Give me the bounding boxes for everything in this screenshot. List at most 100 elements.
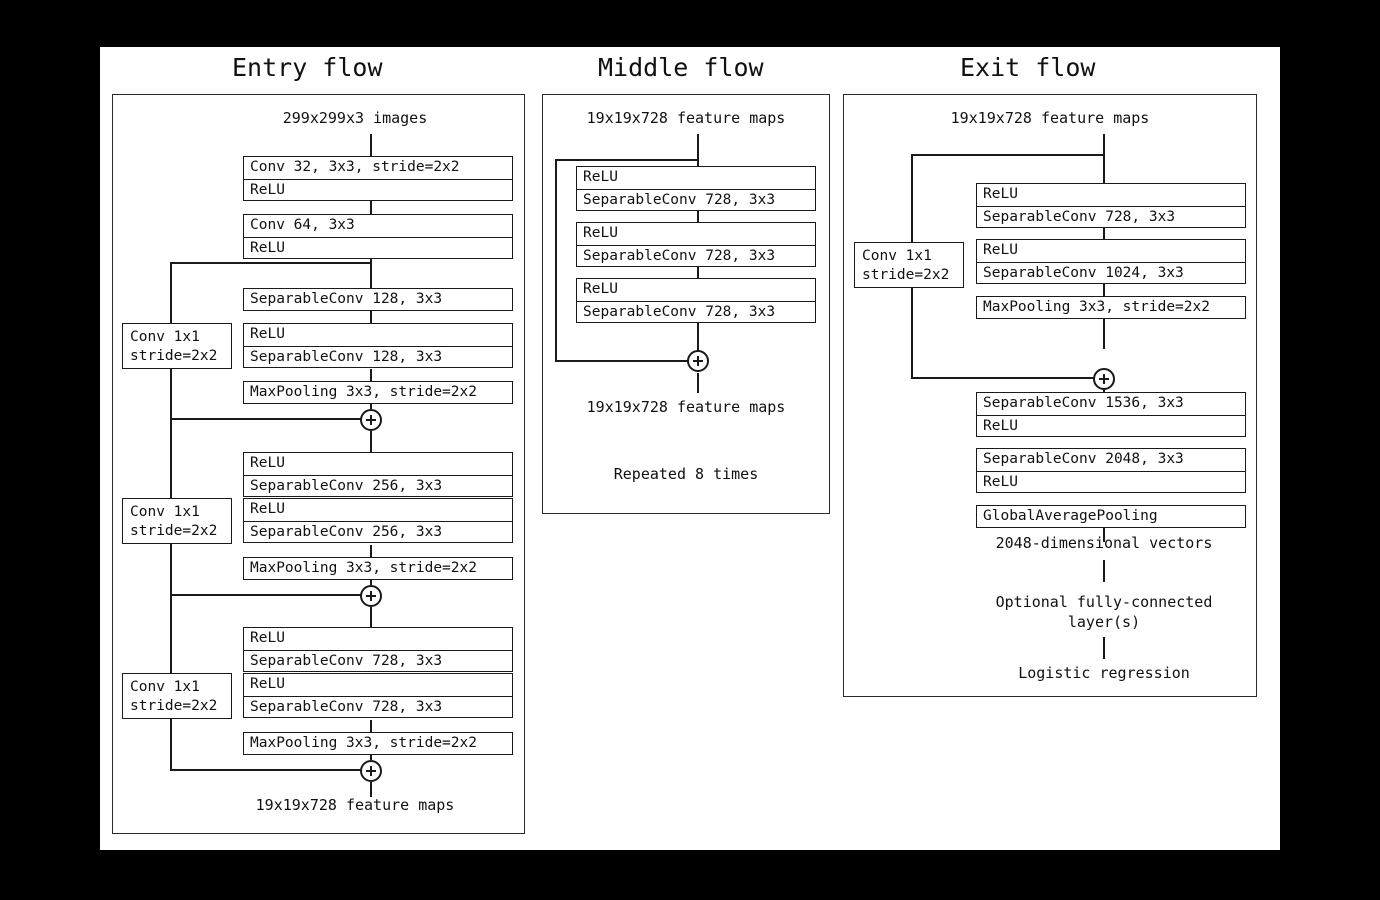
middle-block-1-row-1: ReLU <box>583 169 618 185</box>
middle-edge-3 <box>697 323 699 351</box>
entry-input-caption: 299x299x3 images <box>282 109 428 127</box>
entry-skip-conv-2: Conv 1x1 stride=2x2 <box>122 498 232 544</box>
entry-skip3-bottom <box>170 769 370 771</box>
entry-block-9-row-1: ReLU <box>250 630 285 646</box>
entry-block-11-row-1: MaxPooling 3x3, stride=2x2 <box>250 735 477 751</box>
entry-block-3: SeparableConv 128, 3x3 <box>243 288 513 311</box>
entry-block-8: MaxPooling 3x3, stride=2x2 <box>243 557 513 580</box>
entry-block-10: ReLU SeparableConv 728, 3x3 <box>243 673 513 718</box>
middle-repeat-caption: Repeated 8 times <box>613 465 759 483</box>
middle-block-2-row-1: ReLU <box>583 225 618 241</box>
middle-merge-node <box>687 350 709 372</box>
entry-block-3-row-1: SeparableConv 128, 3x3 <box>250 291 443 307</box>
entry-block-9-row-2: SeparableConv 728, 3x3 <box>244 650 512 672</box>
middle-skip-top <box>555 159 699 161</box>
exit-skip-bottom <box>911 377 1105 379</box>
exit-edge-2 <box>1103 284 1105 297</box>
exit-block-1-row-1: ReLU <box>983 186 1018 202</box>
entry-edge-3 <box>370 311 372 324</box>
entry-output-caption: 19x19x728 feature maps <box>255 796 455 814</box>
exit-edge-3 <box>1103 319 1105 349</box>
exit-skip-conv-line1: Conv 1x1 <box>862 248 932 264</box>
entry-block-5-row-1: MaxPooling 3x3, stride=2x2 <box>250 384 477 400</box>
exit-block-6-row-1: GlobalAveragePooling <box>983 508 1158 524</box>
entry-block-4-row-2: SeparableConv 128, 3x3 <box>244 346 512 368</box>
entry-block-11: MaxPooling 3x3, stride=2x2 <box>243 732 513 755</box>
entry-block-2-row-2: ReLU <box>244 237 512 259</box>
entry-edge-2 <box>370 259 372 289</box>
entry-block-1-row-2: ReLU <box>244 179 512 201</box>
entry-block-7: ReLU SeparableConv 256, 3x3 <box>243 498 513 543</box>
entry-block-1-row-1: Conv 32, 3x3, stride=2x2 <box>250 159 460 175</box>
entry-block-6: ReLU SeparableConv 256, 3x3 <box>243 452 513 497</box>
exit-block-6: GlobalAveragePooling <box>976 505 1246 528</box>
middle-input-caption: 19x19x728 feature maps <box>586 109 786 127</box>
middle-block-3-row-2: SeparableConv 728, 3x3 <box>577 301 815 323</box>
entry-block-4: ReLU SeparableConv 128, 3x3 <box>243 323 513 368</box>
entry-merge-node-1 <box>360 409 382 431</box>
middle-block-1-row-2: SeparableConv 728, 3x3 <box>577 189 815 211</box>
entry-skip1-top <box>170 262 372 264</box>
exit-block-5-row-1: SeparableConv 2048, 3x3 <box>983 451 1184 467</box>
entry-block-10-row-1: ReLU <box>250 676 285 692</box>
entry-block-7-row-2: SeparableConv 256, 3x3 <box>244 521 512 543</box>
exit-merge-node <box>1093 368 1115 390</box>
exit-block-2: ReLU SeparableConv 1024, 3x3 <box>976 239 1246 284</box>
entry-skip-conv-3-line1: Conv 1x1 <box>130 679 200 695</box>
exit-skip-conv: Conv 1x1 stride=2x2 <box>854 242 964 288</box>
exit-tail-caption-1: 2048-dimensional vectors <box>995 534 1213 552</box>
exit-edge-tail-2 <box>1103 637 1105 659</box>
entry-skip-conv-2-line2: stride=2x2 <box>130 523 218 539</box>
entry-block-2: Conv 64, 3x3 ReLU <box>243 214 513 259</box>
entry-block-2-row-1: Conv 64, 3x3 <box>250 217 355 233</box>
exit-skip-top <box>911 154 1105 156</box>
entry-skip2-bottom <box>170 594 370 596</box>
exit-input-caption: 19x19x728 feature maps <box>950 109 1150 127</box>
middle-edge-input <box>697 134 699 188</box>
middle-block-2-row-2: SeparableConv 728, 3x3 <box>577 245 815 267</box>
entry-edge-14 <box>370 782 372 797</box>
exit-block-1: ReLU SeparableConv 728, 3x3 <box>976 183 1246 228</box>
exit-block-4-row-2: ReLU <box>977 415 1245 437</box>
exit-block-2-row-2: SeparableConv 1024, 3x3 <box>977 262 1245 284</box>
entry-edge-6 <box>370 431 372 453</box>
exit-edge-1 <box>1103 228 1105 241</box>
entry-skip-conv-1: Conv 1x1 stride=2x2 <box>122 323 232 369</box>
entry-block-1: Conv 32, 3x3, stride=2x2 ReLU <box>243 156 513 201</box>
exit-block-5: SeparableConv 2048, 3x3 ReLU <box>976 448 1246 493</box>
entry-block-6-row-2: SeparableConv 256, 3x3 <box>244 475 512 497</box>
entry-skip-conv-1-line2: stride=2x2 <box>130 348 218 364</box>
middle-edge-1 <box>697 211 699 224</box>
exit-block-2-row-1: ReLU <box>983 242 1018 258</box>
exit-block-4: SeparableConv 1536, 3x3 ReLU <box>976 392 1246 437</box>
entry-flow-title: Entry flow <box>232 53 383 82</box>
entry-merge-node-2 <box>360 585 382 607</box>
middle-output-caption: 19x19x728 feature maps <box>586 398 786 416</box>
entry-skip-conv-3: Conv 1x1 stride=2x2 <box>122 673 232 719</box>
exit-block-3: MaxPooling 3x3, stride=2x2 <box>976 296 1246 319</box>
entry-edge-10 <box>370 607 372 629</box>
entry-edge-1 <box>370 201 372 215</box>
entry-block-7-row-1: ReLU <box>250 501 285 517</box>
exit-edge-tail-1 <box>1103 560 1105 582</box>
entry-merge-node-3 <box>360 760 382 782</box>
entry-block-4-row-1: ReLU <box>250 326 285 342</box>
exit-block-5-row-2: ReLU <box>977 471 1245 493</box>
entry-block-8-row-1: MaxPooling 3x3, stride=2x2 <box>250 560 477 576</box>
exit-tail-caption-2-line1: Optional fully-connected <box>995 593 1213 611</box>
middle-block-3-row-1: ReLU <box>583 281 618 297</box>
figure-canvas: Entry flow Middle flow Exit flow 299x299… <box>100 47 1280 850</box>
entry-block-6-row-1: ReLU <box>250 455 285 471</box>
entry-block-9: ReLU SeparableConv 728, 3x3 <box>243 627 513 672</box>
middle-flow-title: Middle flow <box>598 53 764 82</box>
exit-flow-title: Exit flow <box>960 53 1096 82</box>
entry-block-5: MaxPooling 3x3, stride=2x2 <box>243 381 513 404</box>
exit-block-1-row-2: SeparableConv 728, 3x3 <box>977 206 1245 228</box>
entry-edge-input <box>370 134 372 157</box>
exit-tail-caption-2: Optional fully-connected layer(s) <box>924 592 1284 632</box>
exit-block-3-row-1: MaxPooling 3x3, stride=2x2 <box>983 299 1210 315</box>
exit-skip-conv-line2: stride=2x2 <box>862 267 950 283</box>
entry-skip-conv-3-line2: stride=2x2 <box>130 698 218 714</box>
exit-tail-caption-3: Logistic regression <box>1018 664 1190 682</box>
exit-edge-input2 <box>1103 155 1105 184</box>
